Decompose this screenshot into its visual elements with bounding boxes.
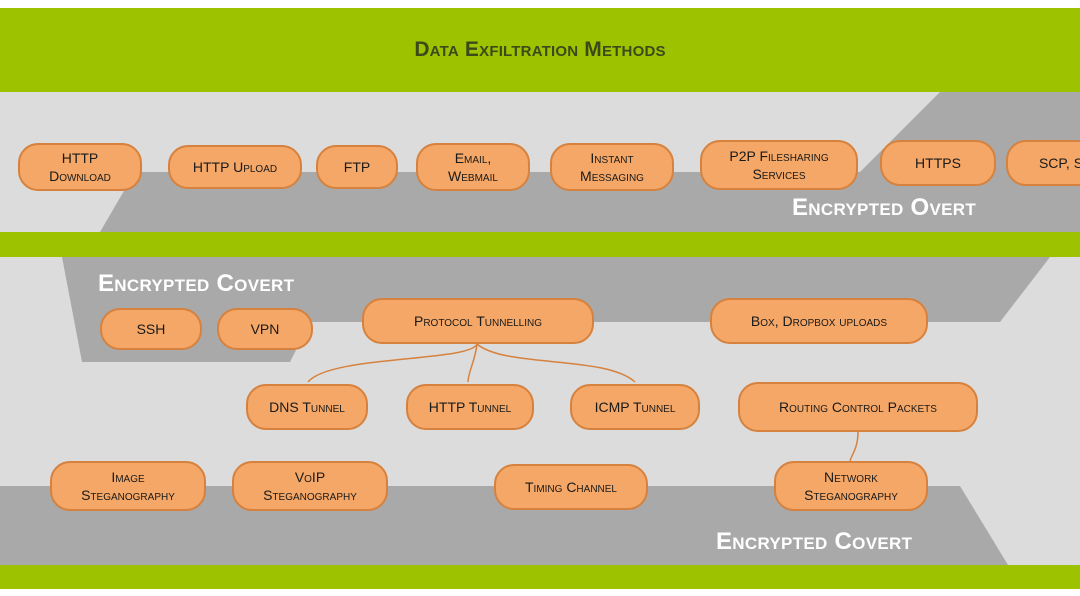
node-dns-tunnel: DNS Tunnel: [246, 384, 368, 430]
node-network-steganography: Network Steganography: [774, 461, 928, 511]
connector-network-steg: [849, 431, 859, 462]
node-icmp-tunnel: ICMP Tunnel: [570, 384, 700, 430]
connector-icmp-tunnel: [476, 343, 636, 383]
diagram-title: Data Exfiltration Methods: [414, 38, 666, 61]
node-voip-steganography: VoIP Steganography: [232, 461, 388, 511]
node-routing-control-packets: Routing Control Packets: [738, 382, 978, 432]
node-http-upload: HTTP Upload: [168, 145, 302, 189]
node-http-download: HTTP Download: [18, 143, 142, 191]
node-ftp: FTP: [316, 145, 398, 189]
node-scp: SCP, S: [1006, 140, 1080, 186]
zone-label-encrypted-overt: Encrypted Overt: [792, 194, 977, 221]
node-p2p-filesharing: P2P Filesharing Services: [700, 140, 858, 190]
node-box-dropbox-uploads: Box, Dropbox uploads: [710, 298, 928, 344]
node-instant-messaging: Instant Messaging: [550, 143, 674, 191]
connector-http-tunnel: [467, 343, 478, 383]
node-timing-channel: Timing Channel: [494, 464, 648, 510]
zone-label-encrypted-covert-bottom: Encrypted Covert: [716, 528, 913, 555]
connector-dns-tunnel: [307, 343, 478, 383]
node-vpn: VPN: [217, 308, 313, 350]
zone-label-encrypted-covert-middle: Encrypted Covert: [98, 270, 295, 297]
title-band: [0, 8, 1080, 92]
node-protocol-tunnelling: Protocol Tunnelling: [362, 298, 594, 344]
separator-band-2: [0, 565, 1080, 589]
encrypted-overt-zone-shape: [100, 92, 1080, 232]
separator-band-1: [0, 232, 1080, 257]
node-https: HTTPS: [880, 140, 996, 186]
node-ssh: SSH: [100, 308, 202, 350]
node-http-tunnel: HTTP Tunnel: [406, 384, 534, 430]
node-image-steganography: Image Steganography: [50, 461, 206, 511]
node-email-webmail: Email, Webmail: [416, 143, 530, 191]
